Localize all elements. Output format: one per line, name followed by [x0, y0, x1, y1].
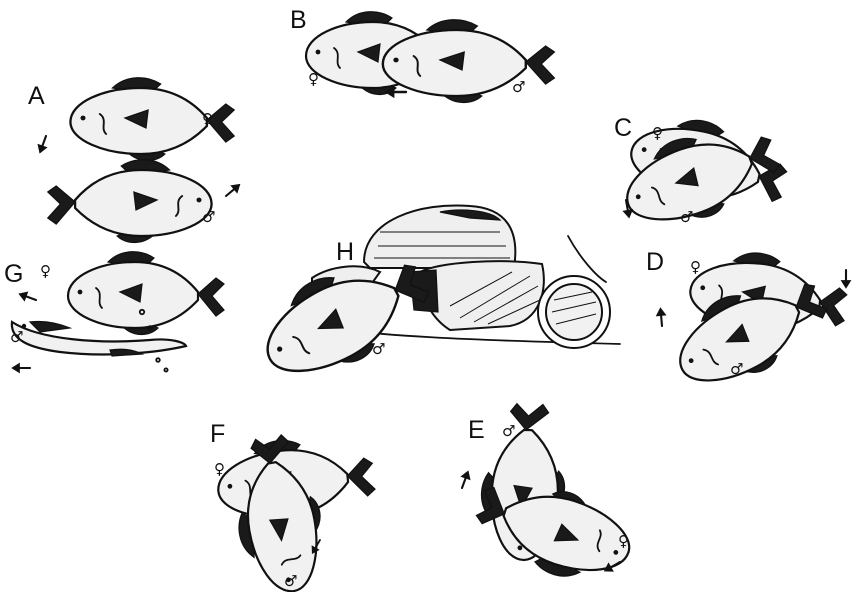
arrow-g-upper-icon: [19, 291, 37, 303]
panel-b-female-symbol: ♀: [308, 70, 319, 88]
panel-d-label: D: [646, 248, 664, 276]
panel-a: A ♀ ♂: [28, 78, 241, 243]
panel-b: B ♀ ♂: [290, 6, 554, 103]
pipe-icon: [538, 236, 610, 348]
panel-e-female-symbol: ♀: [618, 532, 629, 550]
panel-d-male-symbol: ♂: [730, 360, 743, 378]
panel-e-label: E: [468, 416, 485, 444]
panel-f: F ♀ ♂: [210, 420, 378, 592]
panel-g-label: G: [4, 260, 23, 288]
arrow-d-up-icon: [657, 309, 665, 326]
panel-c-male-symbol: ♂: [680, 208, 693, 226]
panel-h: H ♂: [247, 205, 620, 396]
panel-h-male-symbol: ♂: [372, 340, 385, 358]
arrow-e-up-icon: [459, 471, 471, 489]
panel-f-label: F: [210, 420, 225, 448]
panel-f-male-symbol: ♂: [284, 572, 297, 590]
panel-g-male-symbol: ♂: [10, 328, 23, 346]
panel-f-female-symbol: ♀: [214, 460, 225, 478]
panel-d: D ♀ ♂: [646, 246, 850, 403]
panel-b-label: B: [290, 6, 307, 34]
panel-e: E ♂ ♀: [459, 403, 641, 592]
fish-g-male-swimming: [12, 321, 186, 356]
panel-a-male-symbol: ♂: [202, 208, 215, 226]
panel-a-label: A: [28, 82, 45, 110]
panel-c-female-symbol: ♀: [652, 124, 663, 142]
arrow-g-lower-icon: [13, 365, 30, 372]
panel-h-label: H: [336, 238, 354, 266]
panel-a-female-symbol: ♀: [202, 110, 213, 128]
panel-e-male-symbol: ♂: [502, 422, 515, 440]
panel-g: G ♀ ♂: [4, 252, 224, 372]
panel-c: C ♀ ♂: [613, 108, 793, 241]
arrow-d-down-icon: [843, 270, 850, 287]
arrow-b-left-icon: [387, 88, 406, 96]
panel-g-female-symbol: ♀: [40, 262, 51, 280]
panel-d-female-symbol: ♀: [690, 258, 701, 276]
arrow-a-right-icon: [224, 183, 241, 199]
panel-b-male-symbol: ♂: [512, 78, 525, 96]
fish-g-female: [68, 252, 224, 335]
fish-a-male: [48, 160, 212, 243]
panel-c-label: C: [614, 114, 632, 142]
arrow-a-left-icon: [37, 135, 49, 153]
